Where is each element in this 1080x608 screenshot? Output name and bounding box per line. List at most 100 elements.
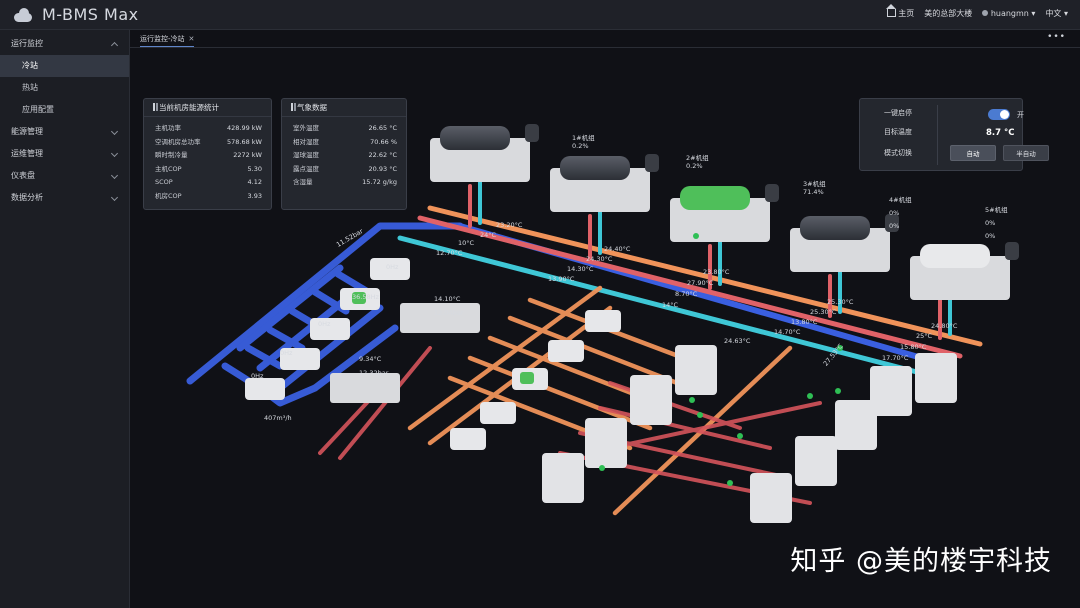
stat-value: 5.30 xyxy=(247,164,262,173)
pipe-temp-label: 23.20°C xyxy=(496,221,523,229)
start-stop-row: 一键启停 开 xyxy=(860,102,1024,122)
mode-auto-button[interactable]: 自动 xyxy=(950,145,996,161)
energy-row: 瞬时制冷量 2272 kW xyxy=(144,149,271,163)
watermark: 知乎 @美的楼宇科技 xyxy=(790,546,1052,577)
language-label: 中文 xyxy=(1045,9,1062,18)
pipe-temp-label: 13.90°C xyxy=(548,275,575,283)
stat-value: 2272 kW xyxy=(233,151,262,159)
user-name: huangmn xyxy=(990,9,1029,18)
sidebar-item-analytics[interactable]: 数据分析 xyxy=(0,187,129,209)
tab-cooling-station[interactable]: 运行监控-冷站✕ xyxy=(140,34,195,47)
pump-running-indicator xyxy=(352,292,366,304)
pipe-temp-label: 25.30°C xyxy=(827,298,854,306)
pipe-temp-label: 8.70°C xyxy=(675,290,698,298)
stat-value: 22.62 °C xyxy=(368,151,397,159)
heat-exchanger-upper xyxy=(400,303,480,333)
stat-value: 15.72 g/kg xyxy=(362,178,397,186)
chevron-up-icon xyxy=(110,41,119,50)
pipe-temp-label: 24°C xyxy=(480,231,497,239)
pipe-temp-label: 24.40°C xyxy=(604,245,631,253)
mode-row: 模式切换 xyxy=(860,142,1024,162)
pipe-temp-label: 25°C xyxy=(916,332,933,340)
chiller-4 xyxy=(790,214,899,272)
stat-value: 4.12 xyxy=(247,178,262,186)
panel-title-icon xyxy=(153,103,155,111)
stat-label: 湿球温度 xyxy=(293,151,319,159)
mode-semi-auto-button[interactable]: 半自动 xyxy=(1003,145,1049,161)
stat-label: 主机功率 xyxy=(155,124,181,132)
chiller-risers xyxy=(468,180,952,340)
stat-label: 瞬时制冷量 xyxy=(155,151,188,159)
panel-title: 气象数据 xyxy=(282,99,406,117)
close-icon[interactable]: ✕ xyxy=(188,35,195,43)
sidebar-item-dashboard[interactable]: 仪表盘 xyxy=(0,165,129,187)
pump-hz-label: 36.58Hz xyxy=(352,293,379,301)
stat-label: 相对湿度 xyxy=(293,137,319,146)
chiller-load: 0% xyxy=(889,209,900,217)
chiller-load: 0% xyxy=(985,219,996,227)
sidebar: 运行监控 冷站 热站 应用配置 能源管理 运维管理 仪表盘 数据分析 xyxy=(0,30,130,608)
sidebar-item-monitoring[interactable]: 运行监控 xyxy=(0,33,129,55)
pipe-temp-label: 14.30°C xyxy=(567,265,594,273)
header-temp-label: 14.10°C xyxy=(434,295,461,303)
chiller-units xyxy=(430,124,1019,300)
pipe-temp-label: 14.70°C xyxy=(774,328,801,336)
stat-label: 室外温度 xyxy=(293,124,319,132)
more-options-icon[interactable]: ••• xyxy=(1047,32,1066,42)
user-menu[interactable]: huangmn ▾ xyxy=(982,9,1035,18)
chiller-5 xyxy=(910,242,1019,300)
weather-row: 相对湿度 70.66 % xyxy=(282,136,406,150)
sidebar-item-app-config[interactable]: 应用配置 xyxy=(22,105,54,114)
building-selector[interactable]: 美的总部大楼 xyxy=(924,9,973,18)
pipe-temp-label: 12.70°C xyxy=(436,249,463,257)
weather-panel-title: 气象数据 xyxy=(297,103,327,112)
chiller-name: 3#机组 xyxy=(803,180,826,188)
start-stop-toggle[interactable] xyxy=(988,109,1010,120)
pipe-temp-label: 17.70°C xyxy=(882,354,909,362)
pipe-temp-label: 24.30°C xyxy=(586,255,613,263)
weather-panel: 气象数据 室外温度 26.65 °C 相对湿度 70.66 % 湿球温度 22.62 … xyxy=(281,98,407,210)
weather-row: 室外温度 26.65 °C xyxy=(282,122,406,136)
header-bus xyxy=(397,205,983,381)
pump-hz-label: 0Hz xyxy=(386,263,399,271)
stat-value: 26.65 °C xyxy=(368,124,397,132)
tab-label: 运行监控-冷站 xyxy=(140,35,185,43)
sidebar-item-label: 运维管理 xyxy=(11,149,43,158)
language-selector[interactable]: 中文 ▾ xyxy=(1045,8,1068,19)
pipe-temp-label: 15.80°C xyxy=(900,343,927,351)
chiller-load: 71.4% xyxy=(803,188,824,196)
pipe-network xyxy=(186,124,1019,523)
pump-running-indicator xyxy=(520,372,534,384)
pipe-temp-label: 24.63°C xyxy=(724,337,751,345)
sidebar-item-maintenance[interactable]: 运维管理 xyxy=(0,143,129,165)
target-temp-value[interactable]: 8.7 °C xyxy=(986,128,1015,138)
sidebar-item-heating-station[interactable]: 热站 xyxy=(22,83,38,92)
pipe-temp-label: 24.80°C xyxy=(931,322,958,330)
stat-value: 70.66 % xyxy=(370,137,397,146)
energy-panel-title: 当前机房能源统计 xyxy=(159,103,219,112)
chiller-name: 1#机组 xyxy=(572,134,595,142)
avatar xyxy=(982,10,989,16)
sidebar-item-cooling-station[interactable]: 冷站 xyxy=(0,55,129,77)
sidebar-item-energy[interactable]: 能源管理 xyxy=(0,121,129,143)
home-icon xyxy=(886,4,897,17)
chiller-1 xyxy=(430,124,539,182)
chiller-extra: 0% xyxy=(889,222,900,230)
pipe-temp-label: 13.80°C xyxy=(791,318,818,326)
flow-rate-label: 407m³/h xyxy=(264,414,292,422)
cooling-pumps xyxy=(450,310,621,450)
chevron-down-icon xyxy=(110,149,119,158)
home-link[interactable]: 主页 xyxy=(886,4,914,19)
target-temp-label: 目标温度 xyxy=(884,128,912,136)
heat-exchanger-lower xyxy=(330,373,400,403)
app-logo[interactable]: M-BMS Max xyxy=(12,5,139,24)
